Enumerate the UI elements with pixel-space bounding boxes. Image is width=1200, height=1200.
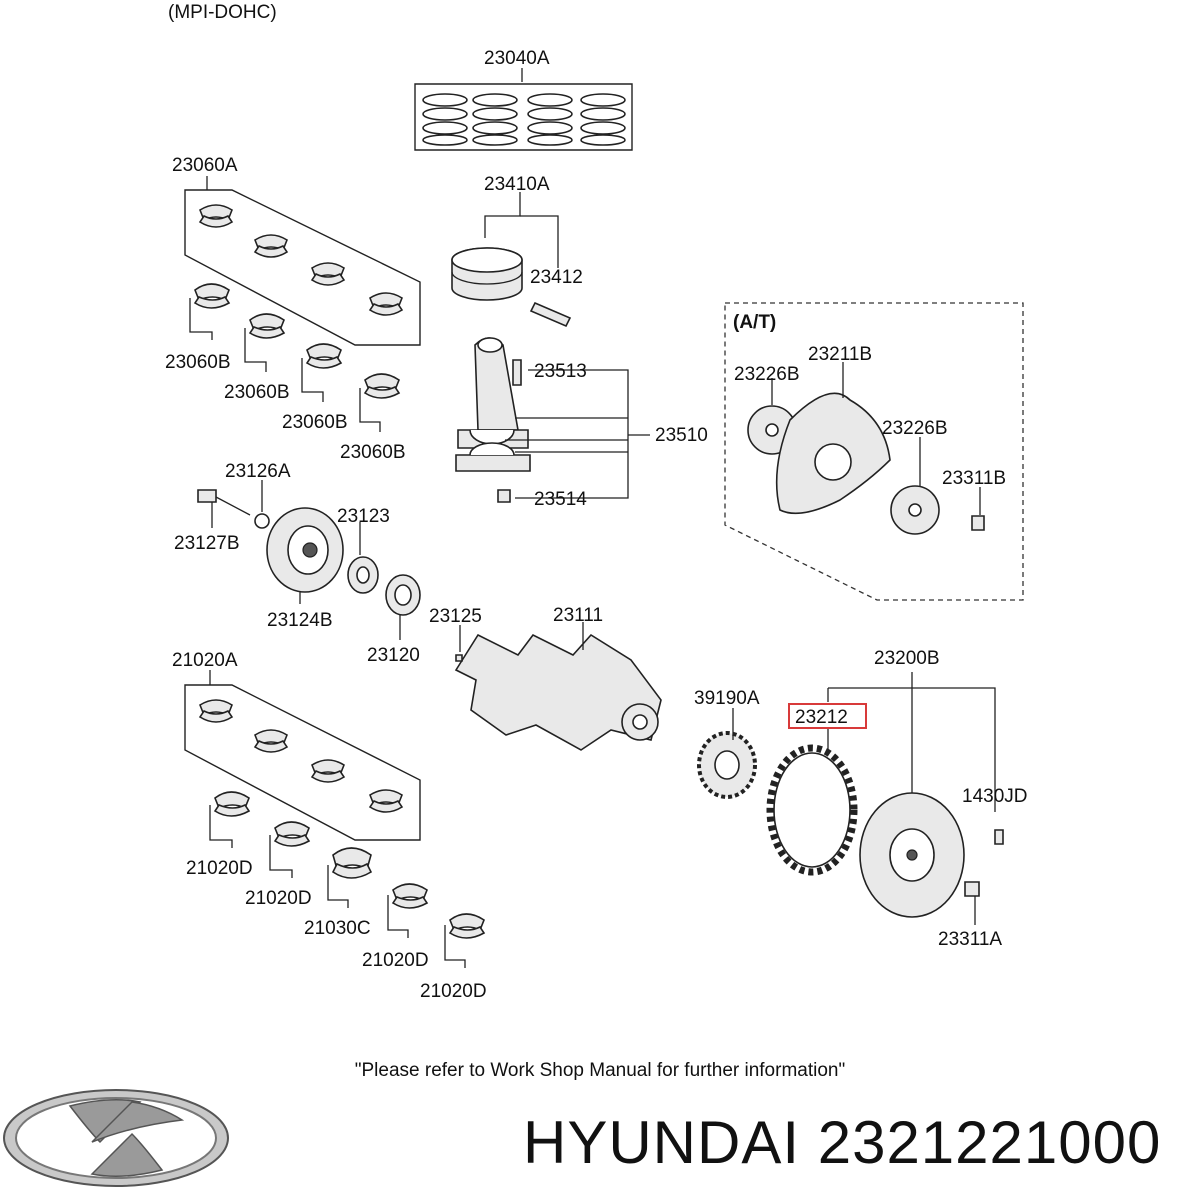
- label-23211B[interactable]: 23211B: [808, 344, 872, 365]
- footer-note: "Please refer to Work Shop Manual for fu…: [354, 1060, 846, 1081]
- label-23060B-4[interactable]: 23060B: [340, 442, 406, 463]
- label-21030C[interactable]: 21030C: [304, 918, 371, 939]
- at-group-label: (A/T): [733, 312, 776, 333]
- label-1430JD[interactable]: 1430JD: [962, 786, 1028, 807]
- label-23040A[interactable]: 23040A: [484, 48, 550, 69]
- label-23060A[interactable]: 23060A: [172, 155, 238, 176]
- label-23311A[interactable]: 23311A: [938, 929, 1002, 950]
- label-23412[interactable]: 23412: [530, 267, 583, 288]
- label-23125[interactable]: 23125: [429, 606, 482, 627]
- label-23126A[interactable]: 23126A: [225, 461, 291, 482]
- label-23510[interactable]: 23510: [655, 425, 708, 446]
- label-23212[interactable]: 23212: [795, 707, 848, 728]
- label-23226B-2[interactable]: 23226B: [882, 418, 948, 439]
- label-21020D-1[interactable]: 21020D: [186, 858, 253, 879]
- connecting-rod-assembly: [455, 337, 650, 503]
- piston-ring-set: [414, 68, 633, 151]
- label-21020D-2[interactable]: 21020D: [245, 888, 312, 909]
- label-39190A[interactable]: 39190A: [694, 688, 760, 709]
- label-23124B[interactable]: 23124B: [267, 610, 333, 631]
- main-bearing-set: [184, 670, 486, 968]
- label-23060B-2[interactable]: 23060B: [224, 382, 290, 403]
- brand-part-number: HYUNDAI 2321221000: [523, 1109, 1162, 1176]
- label-23513[interactable]: 23513: [534, 361, 587, 382]
- label-23514[interactable]: 23514: [534, 489, 587, 510]
- label-21020D-3[interactable]: 21020D: [362, 950, 429, 971]
- label-23127B[interactable]: 23127B: [174, 533, 240, 554]
- piston-assembly: [451, 192, 572, 328]
- label-23311B[interactable]: 23311B: [942, 468, 1006, 489]
- hyundai-logo-icon: [3, 1089, 229, 1187]
- flywheel-assembly: [697, 672, 1004, 925]
- label-21020A[interactable]: 21020A: [172, 650, 238, 671]
- engine-type-label: (MPI-DOHC): [168, 2, 277, 23]
- crank-pulley-assembly: [197, 480, 421, 640]
- conrod-bearing-set: [184, 176, 421, 432]
- label-23060B-1[interactable]: 23060B: [165, 352, 231, 373]
- label-23200B[interactable]: 23200B: [874, 648, 940, 669]
- label-21020D-4[interactable]: 21020D: [420, 981, 487, 1002]
- label-23111[interactable]: 23111: [553, 605, 603, 626]
- highlighted-part-box: [788, 703, 867, 729]
- label-23410A[interactable]: 23410A: [484, 174, 550, 195]
- label-23123[interactable]: 23123: [337, 506, 390, 527]
- label-23120[interactable]: 23120: [367, 645, 420, 666]
- part-labels: (MPI-DOHC) 23040A 23060A 23410A 23412 23…: [165, 2, 1028, 1002]
- crankshaft: [454, 622, 662, 751]
- label-23226B-1[interactable]: 23226B: [734, 364, 800, 385]
- at-drive-plate-group: [724, 302, 1024, 601]
- label-23060B-3[interactable]: 23060B: [282, 412, 348, 433]
